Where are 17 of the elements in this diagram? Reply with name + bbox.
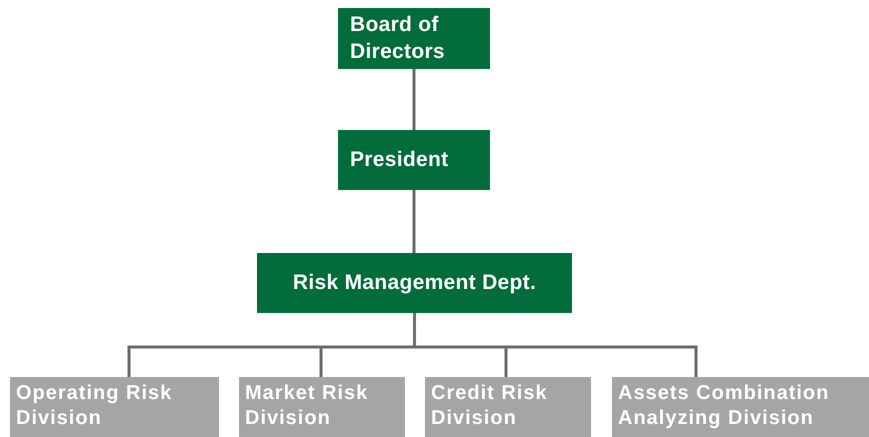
division-box — [10, 377, 219, 437]
box-label: Assets Combination Analyzing Division — [618, 381, 830, 431]
connector-line — [412, 69, 416, 130]
box-label: Operating Risk Division — [16, 381, 174, 431]
connector-line — [413, 313, 698, 377]
box-label: President — [350, 146, 448, 173]
org-box — [338, 8, 490, 69]
box-label: Market Risk Division — [245, 381, 370, 431]
org-box — [257, 253, 572, 313]
connector-line — [412, 190, 416, 253]
box-label: Risk Management Dept. — [292, 270, 536, 296]
box-label: Credit Risk Division — [431, 381, 549, 431]
division-box — [612, 377, 869, 437]
box-label: Board of Directors — [350, 12, 446, 64]
division-box — [239, 377, 405, 437]
org-box — [338, 130, 490, 190]
division-box — [425, 377, 591, 437]
